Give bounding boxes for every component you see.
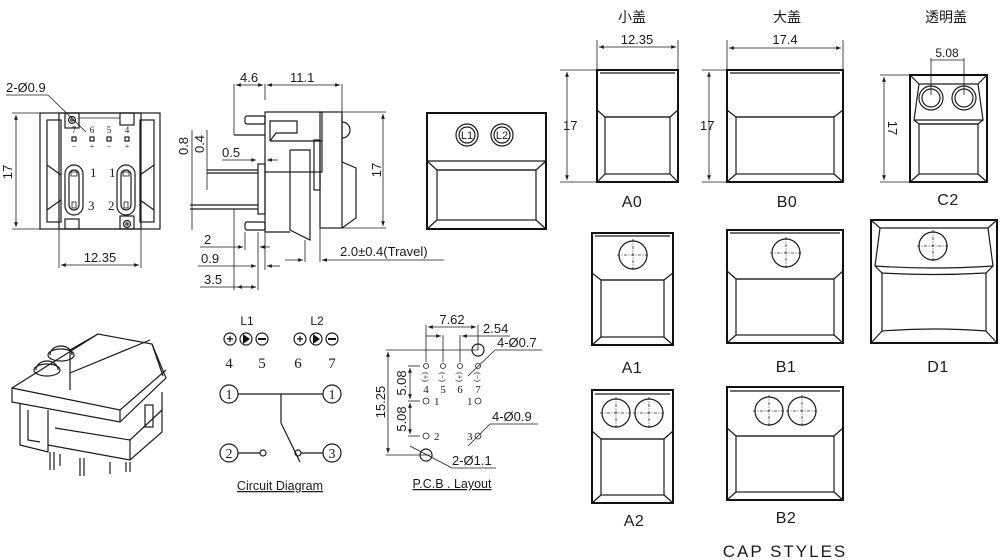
pcb-pin-number: 4 — [423, 384, 429, 396]
pcb-vpitch-a: 5.08 — [394, 370, 409, 395]
pin-number: 6 — [90, 125, 95, 135]
cap-styles-title: CAP STYLES — [723, 542, 848, 560]
contact-label: 2 — [108, 198, 115, 213]
pin-number: 5 — [107, 125, 112, 135]
pin-number: 4 — [125, 125, 130, 135]
pcb-pin-number: 7 — [475, 384, 481, 396]
cap-a1: A1 — [591, 232, 674, 377]
cap-label: B2 — [776, 510, 797, 527]
led-symbol-l2: + — [293, 332, 339, 346]
pcb-led-holes-callout: 4-Ø0.7 — [497, 335, 537, 350]
cap-d1: D1 — [870, 219, 998, 376]
led-pin: 5 — [258, 356, 266, 372]
cap-styles: 小盖 大盖 透明盖 12.35 17 A0 17.4 — [560, 10, 998, 560]
header-large-cap: 大盖 — [773, 10, 801, 26]
cap-a2: A2 — [591, 389, 674, 530]
c2-height-dim: 17 — [885, 121, 900, 135]
dim-bottom-b: 0.9 — [201, 251, 219, 266]
cap-a0: 12.35 17 A0 — [560, 32, 679, 211]
pcb-layout: 7.62 2.54 15.25 (+) (−) (+) (−) 4 5 6 7 … — [373, 312, 542, 491]
header-clear-cap: 透明盖 — [925, 10, 967, 26]
led-name-l2: L2 — [310, 314, 324, 328]
dim-height: 17 — [369, 163, 384, 177]
cap-c2: 5.08 17 C2 — [880, 46, 988, 209]
terminal-label: 1 — [329, 388, 336, 403]
cap-b1: B1 — [726, 229, 844, 376]
svg-text:+: + — [226, 332, 233, 346]
pcb-contact: 3 — [467, 431, 473, 443]
led-label-l2: L2 — [496, 130, 508, 142]
a0-width-dim: 12.35 — [621, 32, 654, 47]
hole-callout: 2-Ø0.9 — [6, 80, 46, 95]
led-pin: 7 — [328, 356, 336, 372]
side-view: 4.6 11.1 0.8 0.4 0.5 17 — [176, 70, 444, 290]
b0-height-dim: 17 — [700, 118, 714, 133]
dim-top-left: 4.6 — [240, 70, 258, 85]
cap-label: C2 — [937, 192, 958, 209]
terminal-label: 2 — [226, 447, 233, 462]
cap-b0: 17.4 17 B0 — [700, 32, 844, 211]
pcb-span-dim: 7.62 — [439, 312, 464, 327]
pcb-contact: 2 — [434, 431, 440, 443]
cap-label: B0 — [777, 194, 798, 211]
pcb-pin-number: 5 — [440, 384, 446, 396]
pin-polarity: − — [72, 142, 77, 151]
bottom-pin-labels: 7 6 5 4 − + − + — [71, 125, 130, 151]
pcb-vpitch-b: 5.08 — [394, 406, 409, 431]
isometric-view — [11, 333, 167, 476]
terminal-label: 3 — [329, 447, 336, 462]
contact-label: 3 — [88, 198, 95, 213]
height-dim: 17 — [0, 165, 15, 179]
cap-label: D1 — [927, 359, 948, 376]
pcb-polarity: (+) — [421, 372, 430, 382]
pin-polarity: + — [125, 142, 130, 151]
width-dim: 12.35 — [84, 250, 117, 265]
pcb-contact-holes-callout: 4-Ø0.9 — [492, 409, 532, 424]
dim-travel: 2.0±0.4(Travel) — [340, 244, 428, 259]
cap-label: A0 — [622, 194, 643, 211]
b0-width-dim: 17.4 — [772, 32, 797, 47]
c2-pitch-dim: 5.08 — [935, 46, 959, 60]
pcb-height-dim: 15.25 — [373, 386, 388, 419]
circuit-diagram: L1 L2 + + 4 5 6 7 1 1 2 3 Circuit Diagra… — [219, 314, 342, 493]
pin-number: 7 — [72, 125, 77, 135]
circuit-diagram-title: Circuit Diagram — [237, 479, 323, 493]
svg-text:+: + — [296, 332, 303, 346]
front-view: L1 L2 — [426, 112, 547, 230]
led-pin: 4 — [225, 356, 233, 372]
dim-top-right: 11.1 — [290, 70, 314, 85]
dim-bottom-c: 3.5 — [204, 272, 222, 287]
contact-label: 1 — [109, 165, 116, 180]
dim-bottom-a: 2 — [204, 232, 211, 247]
led-label-l1: L1 — [461, 130, 473, 142]
led-name-l1: L1 — [240, 314, 254, 328]
pin-polarity: + — [90, 142, 95, 151]
cap-label: B1 — [776, 359, 797, 376]
pin-polarity: − — [107, 142, 112, 151]
pcb-polarity: (−) — [438, 372, 447, 382]
pcb-polarity: (−) — [473, 372, 482, 382]
a0-height-dim: 17 — [563, 118, 577, 133]
cap-label: A2 — [624, 513, 645, 530]
cap-label: A1 — [622, 360, 643, 377]
bottom-view: 2-Ø0.9 17 7 6 5 4 — [0, 80, 161, 268]
pcb-contact: 1 — [434, 396, 440, 408]
pcb-layout-title: P.C.B . Layout — [413, 477, 493, 491]
led-symbol-l1: + — [223, 332, 269, 346]
led-pin: 6 — [294, 356, 302, 372]
pcb-polarity: (+) — [455, 372, 464, 382]
terminal-label: 1 — [226, 388, 233, 403]
cap-b2: B2 — [726, 386, 844, 527]
pcb-pin-number: 6 — [457, 384, 463, 396]
dim-offset: 0.5 — [222, 145, 240, 160]
pcb-pitch-dim: 2.54 — [483, 321, 508, 336]
contact-label: 1 — [90, 165, 97, 180]
pcb-mount-holes-callout: 2-Ø1.1 — [452, 453, 492, 468]
dim-pin-a: 0.8 — [176, 137, 191, 155]
header-small-cap: 小盖 — [618, 10, 646, 26]
dim-pin-b: 0.4 — [192, 135, 207, 153]
pcb-contact: 1 — [467, 396, 473, 408]
